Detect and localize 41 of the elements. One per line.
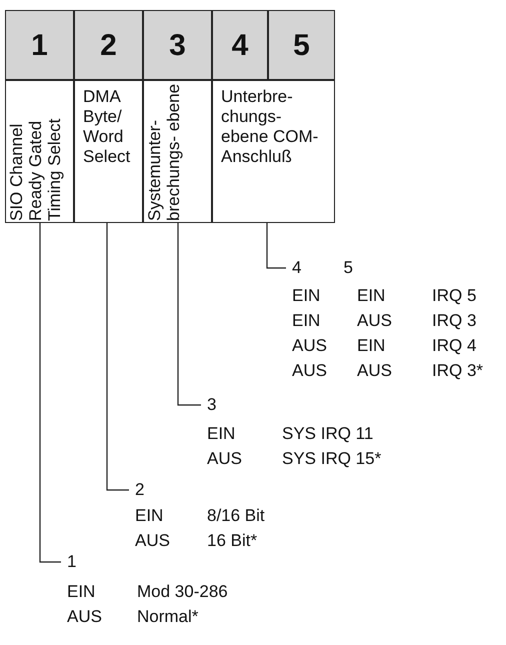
switch-number-heading: 2: [135, 478, 155, 502]
switch-number-cell: 2: [74, 10, 143, 80]
setting-value: SYS IRQ 15*: [282, 448, 382, 470]
switch-function-cell: Unterbre- chungs- ebene COM- Anschluß: [212, 80, 335, 223]
switch-function-cell: DMA Byte/ Word Select: [74, 80, 143, 223]
leader-line: [266, 223, 286, 269]
setting-state: EIN: [207, 423, 236, 445]
switch-number-heading: 4 5: [292, 256, 382, 280]
setting-value: SYS IRQ 11: [282, 423, 374, 445]
switch-number-heading: 1: [67, 550, 87, 574]
leader-line: [106, 223, 129, 491]
switch-number-cell: 3: [143, 10, 212, 80]
setting-state: AUS: [292, 360, 327, 382]
setting-state: AUS: [207, 448, 242, 470]
setting-state: AUS: [357, 360, 392, 382]
setting-value: Mod 30-286: [137, 581, 228, 603]
leader-line: [39, 223, 61, 563]
setting-state: EIN: [357, 335, 386, 357]
setting-value: 16 Bit*: [207, 530, 258, 552]
setting-state: AUS: [67, 606, 102, 628]
setting-state: AUS: [135, 530, 170, 552]
setting-state: EIN: [292, 285, 320, 307]
setting-value: IRQ 4: [432, 335, 476, 357]
switch-number-cell: 5: [268, 10, 335, 80]
switch-function-cell: SIO Channel Ready Gated Timing Select: [5, 80, 74, 223]
setting-value: IRQ 3*: [432, 360, 484, 382]
setting-state: AUS: [357, 310, 392, 332]
leader-line: [177, 223, 201, 406]
setting-value: IRQ 5: [432, 285, 476, 307]
setting-state: AUS: [292, 335, 327, 357]
switch-function-cell: Systemunter- brechungs- ebene: [143, 80, 212, 223]
switch-number-cell: 1: [5, 10, 74, 80]
setting-state: EIN: [292, 310, 320, 332]
setting-value: 8/16 Bit: [207, 505, 265, 527]
setting-state: EIN: [67, 581, 96, 603]
switch-number-heading: 3: [207, 393, 227, 417]
setting-value: IRQ 3: [432, 310, 476, 332]
switch-number-cell: 4: [212, 10, 268, 80]
setting-state: EIN: [357, 285, 386, 307]
setting-value: Normal*: [137, 606, 198, 628]
setting-state: EIN: [135, 505, 164, 527]
